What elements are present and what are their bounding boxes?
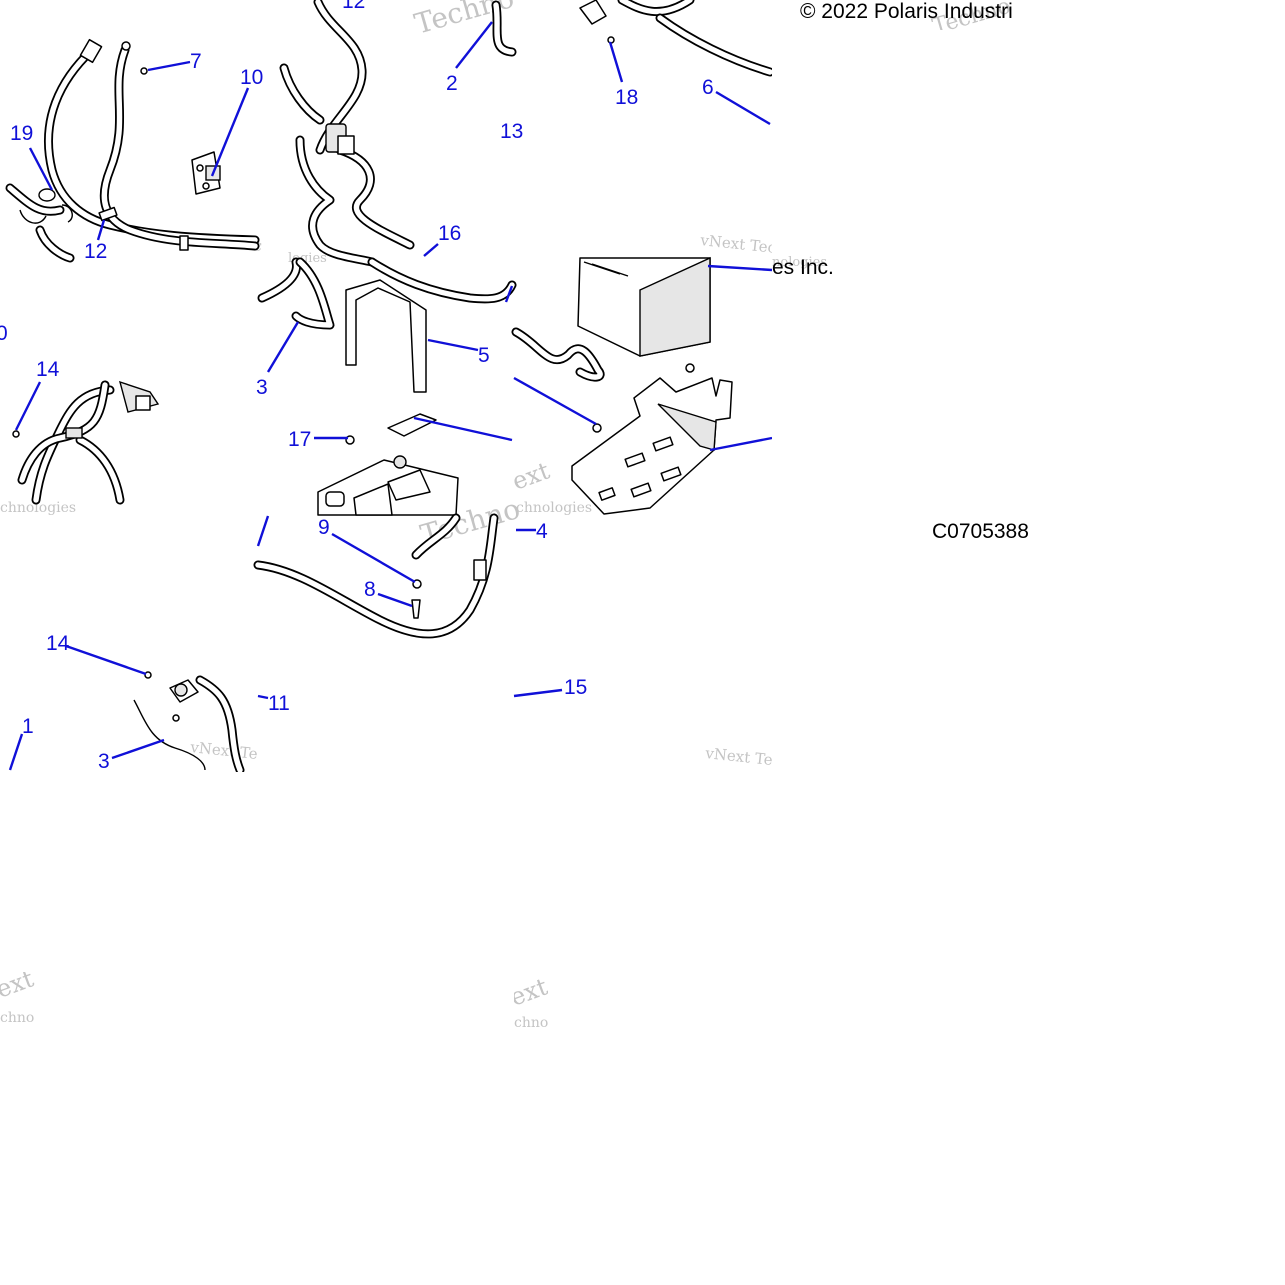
callout-3-low: 3: [98, 750, 110, 773]
callout-1: 1: [22, 715, 34, 738]
tile-mid-right: [511, 256, 733, 515]
tile-top-left: [5, 38, 260, 263]
callout-9: 9: [318, 516, 330, 539]
callout-labels: 12 2 7 10 18 6 13 19 12 16 5 3 0 14 17 9…: [0, 0, 714, 773]
watermark-ext-3: ext: [508, 456, 553, 495]
callout-0-left: 0: [0, 322, 8, 345]
screw-14: [12, 430, 20, 438]
callout-12-top: 12: [342, 0, 365, 13]
callout-4: 4: [536, 520, 548, 543]
cable-tie-12: [98, 206, 118, 222]
connector-18-part: [579, 0, 615, 44]
watermark-chno-1: chno: [0, 1010, 34, 1026]
fuse-block: [118, 380, 160, 413]
callout-16: 16: [438, 222, 461, 245]
terminal-boot-11: [169, 679, 199, 703]
cable-tie-b: [179, 235, 189, 251]
cable-clip-19: [5, 183, 75, 263]
watermark-brand-2: vNext Tec: [699, 231, 777, 257]
tile-gaps: [0, 30, 1285, 1285]
bolt-8: [411, 599, 421, 619]
vent-tube: [511, 327, 605, 382]
cable-terminal-4: [473, 559, 487, 581]
tile-top-mid: [279, 0, 517, 267]
watermark-brand-4: vNext Te: [704, 744, 774, 769]
battery-box: [577, 256, 711, 357]
watermark-logies-2: chnologies: [0, 500, 76, 516]
callout-6: 6: [702, 76, 714, 99]
tile-lower-left: [133, 671, 245, 775]
main-harness: [279, 0, 517, 267]
connector-14: [65, 427, 83, 439]
watermark-logies-4: nologies: [772, 255, 827, 270]
screw-14-lower: [144, 671, 152, 679]
copyright-fragment: es Inc.: [772, 256, 834, 279]
tile-lower-mid: [253, 513, 499, 639]
leader-lines: [8, 21, 773, 771]
callout-14-mid: 14: [36, 358, 60, 381]
hold-down-5: [345, 279, 427, 393]
tray-screw: [592, 423, 602, 433]
callout-5: 5: [478, 344, 490, 367]
callout-7: 7: [190, 50, 202, 73]
callout-17: 17: [288, 428, 311, 451]
bracket-10: [191, 151, 221, 195]
harness-connector: [325, 123, 355, 155]
callout-14-low: 14: [46, 632, 70, 655]
callout-3-mid: 3: [256, 376, 268, 399]
tile-mid-center: [257, 257, 517, 516]
callout-11: 11: [268, 692, 290, 715]
watermark-chno-2: chno: [514, 1015, 548, 1031]
callout-12-left: 12: [84, 240, 107, 263]
battery: [317, 455, 459, 516]
watermark-logies-3: chnologies: [516, 500, 592, 516]
callout-19: 19: [10, 122, 33, 145]
cable-terminal-top: [79, 38, 103, 64]
callout-8: 8: [364, 578, 376, 601]
label-pad: [387, 413, 437, 437]
nut-lower: [172, 714, 180, 722]
diagram-code: C0705388: [932, 520, 1029, 543]
ring-terminal: [121, 41, 131, 51]
tile-top-right: [579, 0, 775, 77]
callout-18: 18: [615, 86, 638, 109]
callout-13: 13: [500, 120, 523, 143]
copyright-text: © 2022 Polaris Industri: [800, 0, 1013, 23]
callout-10: 10: [240, 66, 263, 89]
callout-15: 15: [564, 676, 587, 699]
callout-2: 2: [446, 72, 458, 95]
tile-mid-left: [12, 380, 160, 505]
nut-7: [140, 67, 148, 75]
tray-bolt: [685, 363, 695, 373]
battery-tray: [571, 377, 733, 515]
